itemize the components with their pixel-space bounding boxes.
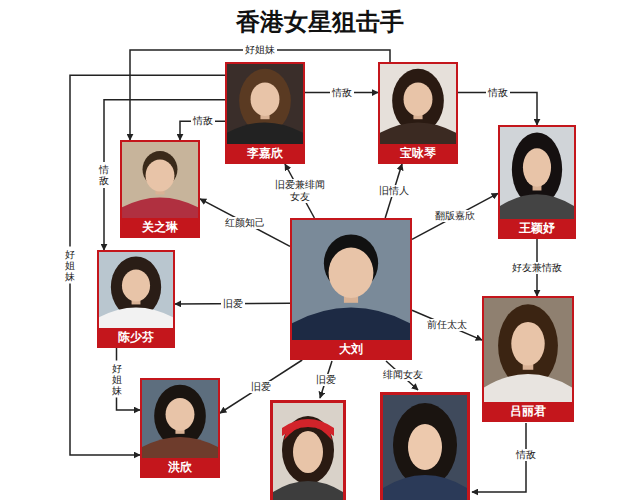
edge-label: 旧情人 xyxy=(377,185,411,197)
connector-arrow xyxy=(412,310,482,340)
photo-card: 关之琳 xyxy=(120,140,200,238)
photo-card: 陈少芬 xyxy=(97,250,175,348)
photo-card: 吕丽君 xyxy=(482,296,574,422)
connector-arrow xyxy=(200,199,290,247)
edge-label: 好姐妹 xyxy=(64,247,76,284)
edge-label: 旧爱 xyxy=(221,298,245,310)
portrait-photo xyxy=(380,392,470,500)
name-label: 吕丽君 xyxy=(484,402,572,420)
photo-card: 宝咏琴 xyxy=(378,62,458,164)
edge-label: 翻版嘉欣 xyxy=(433,210,477,222)
portrait-photo xyxy=(270,400,346,500)
edge-label: 好姐妹 xyxy=(111,361,123,398)
portrait-photo xyxy=(122,142,198,218)
portrait-photo xyxy=(380,64,456,144)
name-label: 宝咏琴 xyxy=(380,144,456,162)
edge-label: 绯闻女友 xyxy=(381,369,425,381)
edge-label: 好友兼情敌 xyxy=(510,262,564,274)
portrait-photo xyxy=(142,380,218,458)
edge-label: 红颜知己 xyxy=(223,217,267,229)
name-label: 关之琳 xyxy=(122,218,198,236)
name-label: 洪欣 xyxy=(142,458,218,476)
edge-label: 情敌 xyxy=(191,115,215,127)
portrait-photo xyxy=(99,252,173,328)
edge-label: 好姐妹 xyxy=(243,44,277,56)
photo-card: 大刘 xyxy=(290,218,412,360)
edge-label: 情敌 xyxy=(330,87,354,99)
portrait-photo xyxy=(292,220,410,340)
name-label: 大刘 xyxy=(292,340,410,358)
portrait-photo xyxy=(484,298,572,402)
name-label: 王颖妤 xyxy=(500,219,574,237)
name-label: 李嘉欣 xyxy=(227,144,303,162)
connector-arrow xyxy=(104,100,225,250)
edge-label: 旧爱兼绯闻女友 xyxy=(272,179,328,203)
photo-card: 王颖妤 xyxy=(498,125,576,239)
edge-label: 情敌 xyxy=(98,162,110,188)
connector-arrow xyxy=(412,193,498,239)
edge-label: 前任太太 xyxy=(425,319,469,331)
photo-card: 李嘉欣 xyxy=(225,62,305,164)
photo-card: 洪欣 xyxy=(140,378,220,478)
edge-label: 旧爱 xyxy=(314,374,338,386)
edge-label: 情敌 xyxy=(486,87,510,99)
connector-arrow xyxy=(220,360,302,413)
name-label: 陈少芬 xyxy=(99,328,173,346)
portrait-photo xyxy=(227,64,303,144)
diagram-title: 香港女星狙击手 xyxy=(0,6,640,38)
edge-label: 旧爱 xyxy=(249,381,273,393)
edge-label: 情敌 xyxy=(514,449,538,461)
portrait-photo xyxy=(500,127,574,219)
